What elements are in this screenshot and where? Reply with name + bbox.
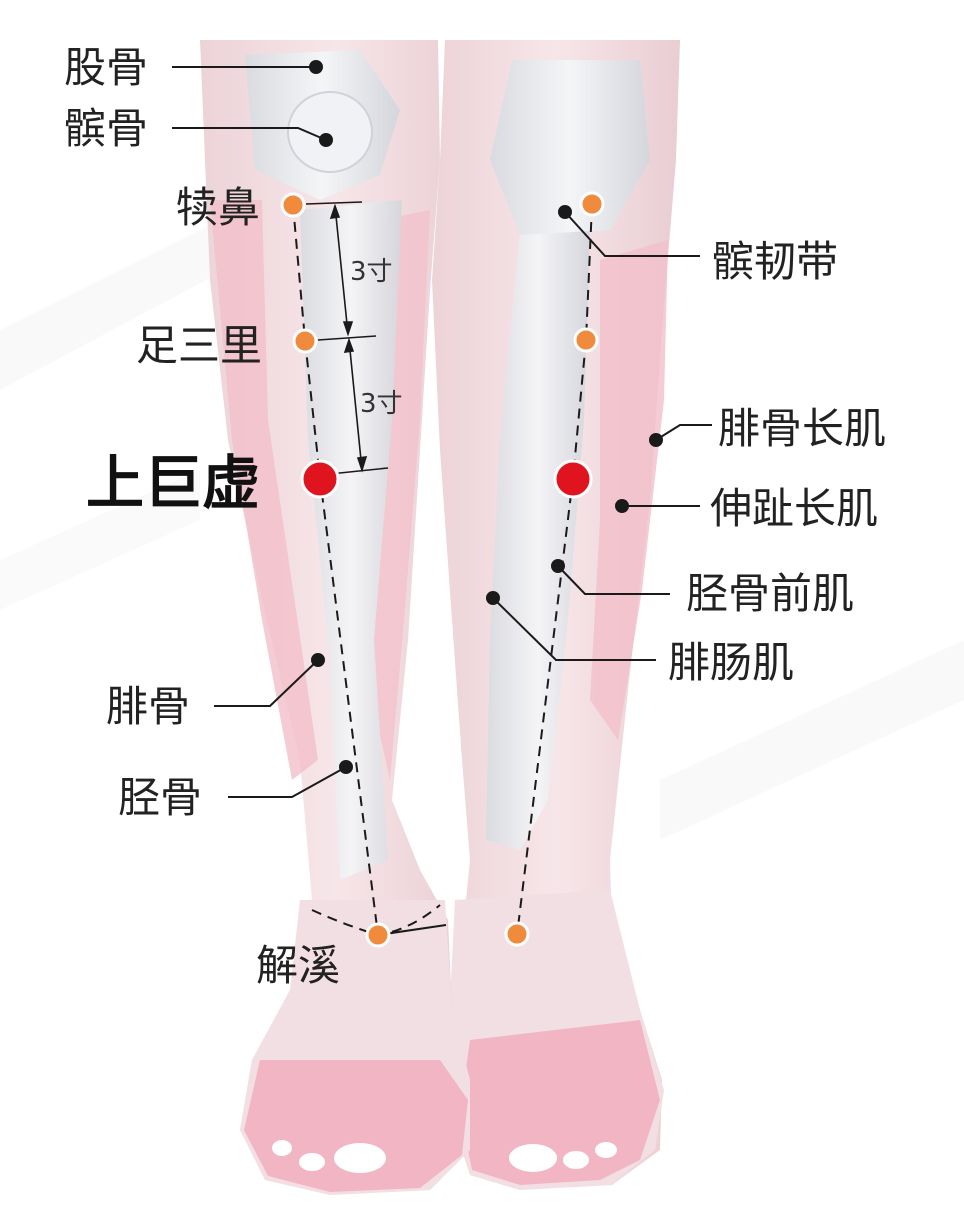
right-zusanli-point[interactable]: [573, 327, 599, 353]
right-tibia-bone: [486, 230, 590, 850]
tibialis-anterior-dot: [551, 559, 565, 573]
label-peroneus-longus: 腓骨长肌: [718, 404, 886, 453]
left-meridian-line: [292, 204, 379, 936]
right-toe-nail: [563, 1151, 589, 1169]
left-toe-nail: [272, 1140, 292, 1156]
label-patellar-ligament: 髌韧带: [712, 237, 838, 286]
left-toe-nail: [299, 1153, 325, 1171]
label-extensor-digitorum-longus: 伸趾长肌: [710, 484, 878, 533]
label-jiexi: 解溪: [256, 941, 340, 990]
label-fibula: 腓骨: [106, 682, 190, 731]
leader-lines: [172, 66, 712, 936]
labels: 股骨 髌骨 犊鼻 足三里 上巨虚 腓骨 胫骨 解溪 髌韧带 腓骨长肌 伸趾长肌 …: [64, 43, 886, 990]
tibia-dot: [339, 760, 353, 774]
acupoints: [280, 191, 605, 948]
left-patella-bone: [287, 91, 373, 173]
right-dubi-point[interactable]: [579, 191, 605, 217]
right-jiexi-point[interactable]: [504, 921, 530, 947]
right-leg-muscle: [590, 240, 668, 740]
femur-dot: [309, 60, 323, 74]
right-toe-nail: [595, 1142, 617, 1158]
label-patella: 髌骨: [64, 104, 148, 153]
label-shangjuxu: 上巨虚: [86, 449, 260, 517]
right-shangjuxu-point[interactable]: [553, 459, 593, 499]
left-leg: [200, 40, 470, 1195]
label-tibialis-anterior: 胫骨前肌: [686, 569, 854, 618]
measurement-marks: [305, 201, 389, 475]
measurement-upper: 3寸: [350, 257, 393, 287]
left-toe-nail: [334, 1143, 386, 1173]
patellar-ligament-dot: [558, 205, 572, 219]
peroneus-longus-dot: [649, 433, 663, 447]
label-femur: 股骨: [64, 43, 148, 92]
right-meridian-line: [516, 204, 593, 936]
measurement-lower: 3寸: [360, 389, 403, 419]
fibula-dot: [311, 653, 325, 667]
label-tibia: 胫骨: [118, 773, 202, 822]
patella-dot: [319, 133, 333, 147]
left-tibia-bone: [300, 200, 402, 880]
extensor-digitorum-dot: [615, 499, 629, 513]
jiexi-point[interactable]: [365, 922, 391, 948]
right-knee-bone: [490, 60, 650, 235]
gastrocnemius-dot: [486, 591, 500, 605]
dubi-point[interactable]: [280, 192, 306, 218]
left-leg-muscle: [210, 200, 318, 780]
shangjuxu-point[interactable]: [300, 459, 340, 499]
zusanli-point[interactable]: [292, 328, 318, 354]
right-foot-pink: [460, 1020, 660, 1185]
right-toe-nail: [509, 1144, 557, 1172]
label-dubi: 犊鼻: [176, 183, 260, 232]
anatomy-dots: [309, 60, 663, 774]
label-zusanli: 足三里: [136, 321, 262, 370]
label-gastrocnemius: 腓肠肌: [668, 638, 794, 687]
